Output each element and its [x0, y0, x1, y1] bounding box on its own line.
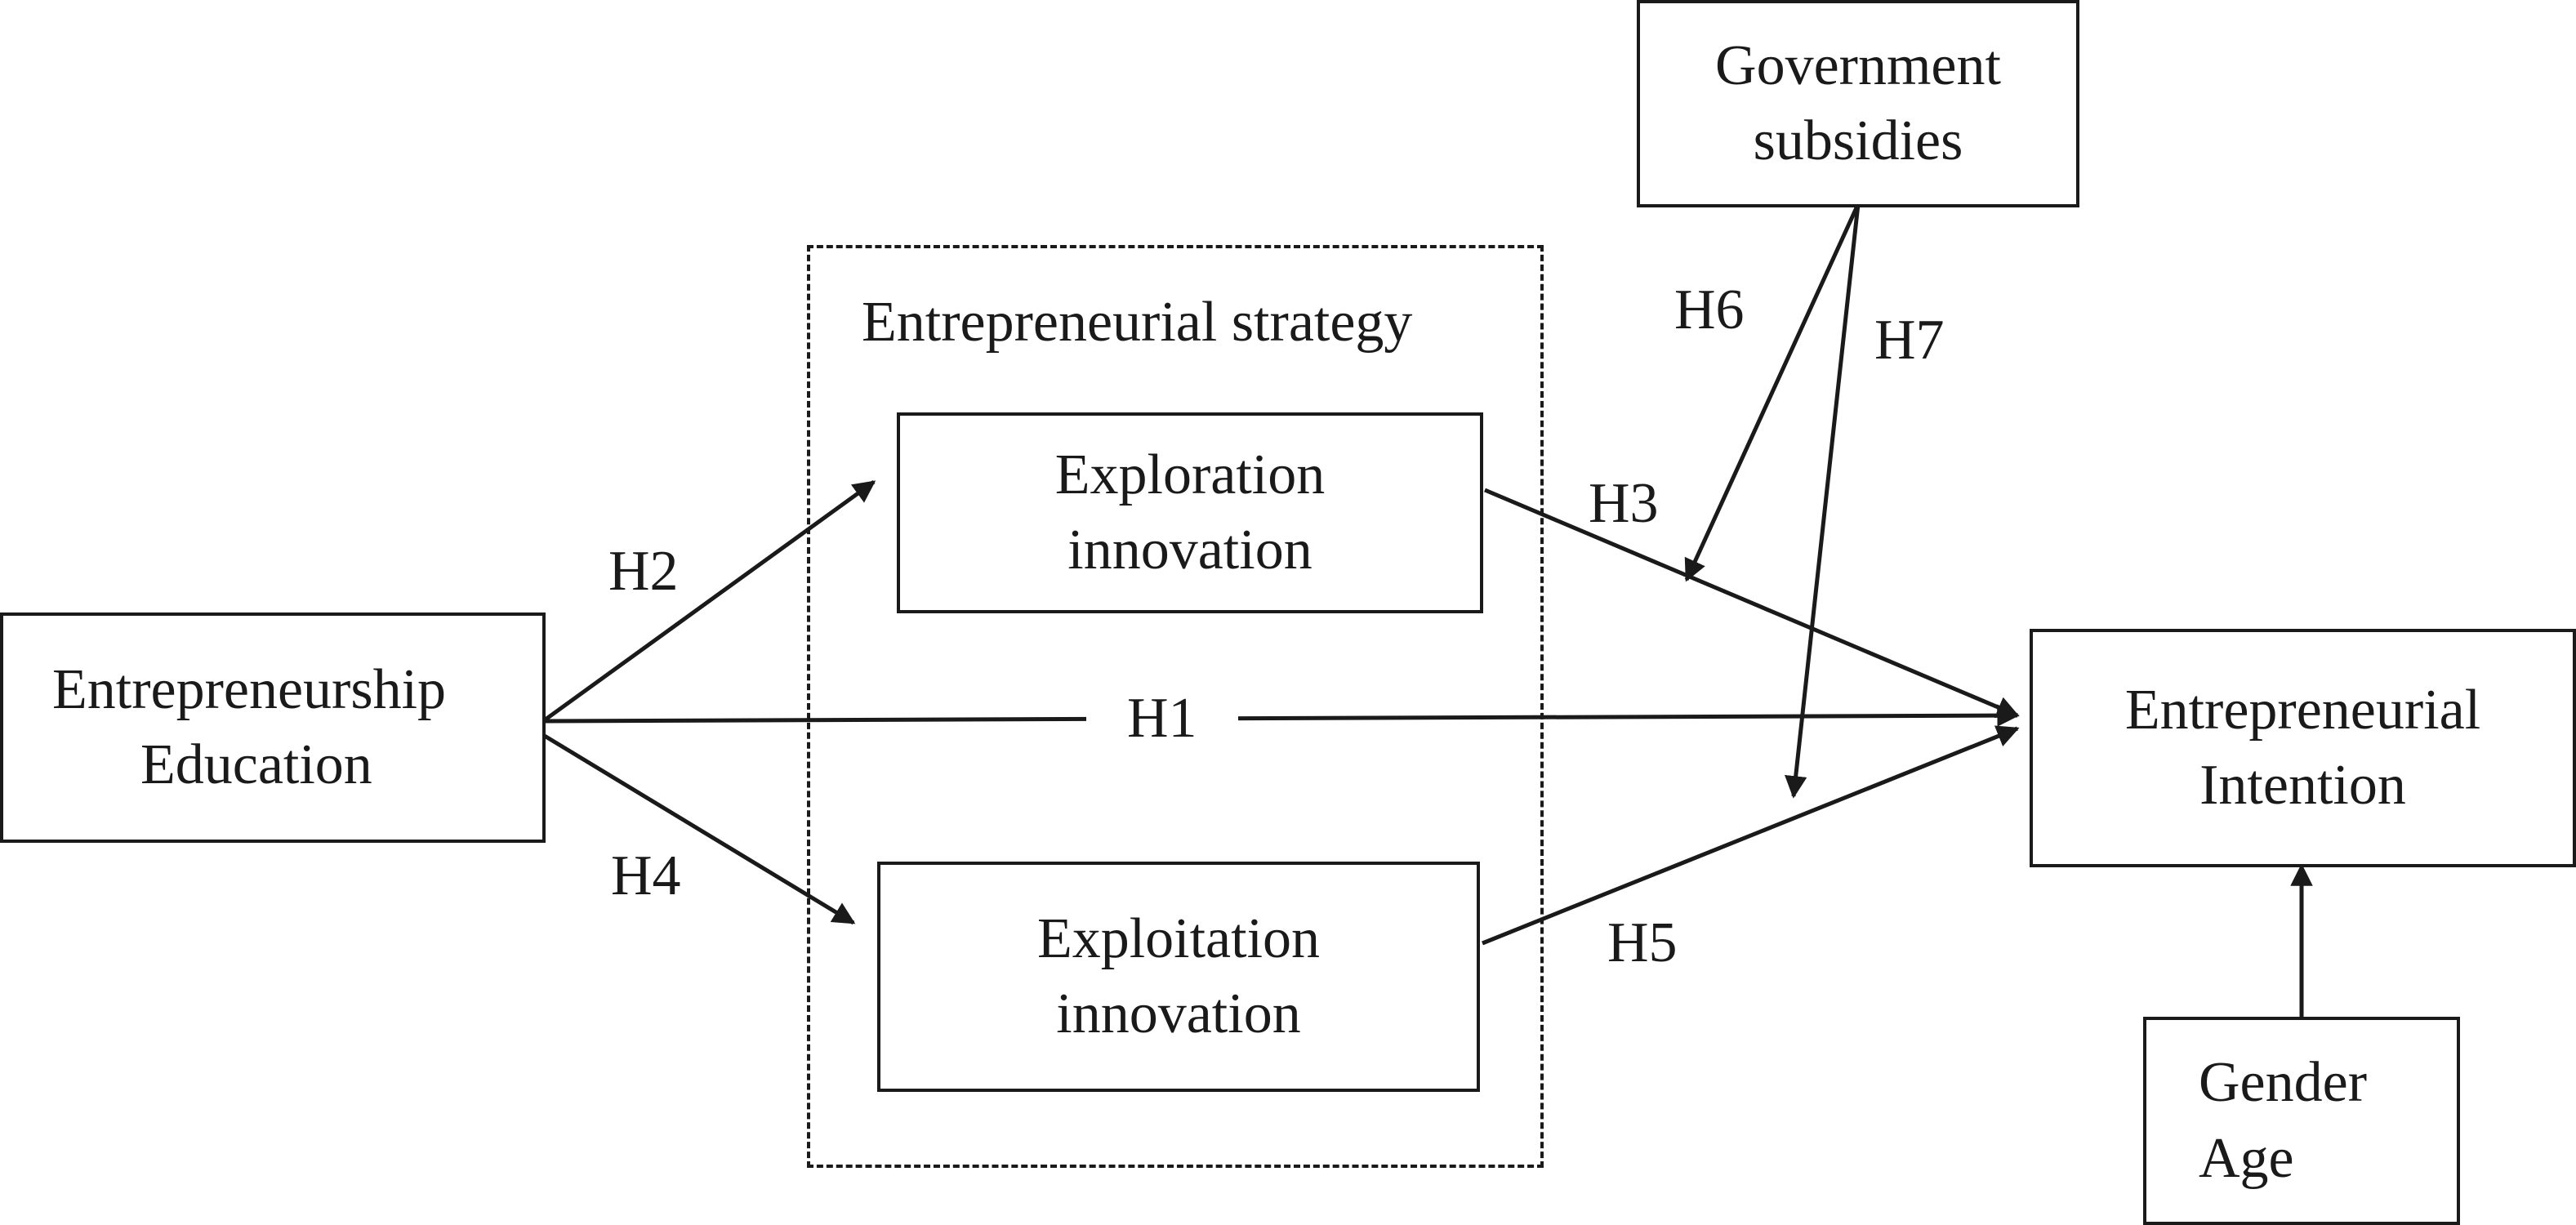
exploitation-innovation-line2: innovation [1056, 982, 1301, 1045]
exploitation-innovation-box: Exploitation innovation [877, 862, 1480, 1092]
arrow-h4 [541, 733, 856, 925]
arrow-h2 [541, 479, 876, 724]
arrow-h3 [1484, 488, 2020, 719]
entrepreneurial-strategy-group [807, 245, 1544, 1168]
hypothesis-h2-label: H2 [608, 540, 679, 603]
entrepreneurial-intention-line1: Entrepreneurial [2124, 678, 2481, 742]
control-age: Age [2199, 1126, 2294, 1190]
arrow-h1 [542, 704, 2020, 727]
exploitation-innovation-line1: Exploitation [1036, 906, 1321, 970]
entrepreneurship-education-line2: Education [140, 733, 372, 796]
entrepreneurial-intention-line2: Intention [2199, 754, 2406, 817]
hypothesis-h6-label: H6 [1674, 278, 1745, 341]
exploration-innovation-line1: Exploration [1054, 443, 1326, 506]
entrepreneurship-education-line1: Entrepreneurship [52, 657, 447, 721]
hypothesis-h5-label: H5 [1607, 911, 1678, 974]
exploration-innovation-box: Exploration innovation [897, 412, 1483, 613]
entrepreneurial-intention-box: Entrepreneurial Intention [2030, 629, 2576, 867]
government-subsidies-line2: subsidies [1753, 109, 1963, 172]
hypothesis-h4-label: H4 [611, 844, 681, 907]
hypothesis-h1-label: H1 [1086, 690, 1238, 747]
exploration-innovation-line2: innovation [1067, 519, 1313, 581]
arrow-h6 [1684, 203, 1861, 582]
entrepreneurship-education-box: Entrepreneurship Education [0, 612, 546, 843]
arrow-h7 [1785, 203, 1861, 799]
control-variables-box: Gender Age [2143, 1017, 2460, 1225]
hypothesis-h3-label: H3 [1589, 472, 1659, 535]
entrepreneurial-strategy-title: Entrepreneurial strategy [862, 291, 1413, 354]
control-gender: Gender [2199, 1051, 2368, 1115]
government-subsidies-line1: Government [1715, 33, 2001, 97]
government-subsidies-box: Government subsidies [1637, 0, 2079, 207]
hypothesis-h7-label: H7 [1874, 309, 1945, 372]
arrow-h5 [1482, 725, 2020, 946]
